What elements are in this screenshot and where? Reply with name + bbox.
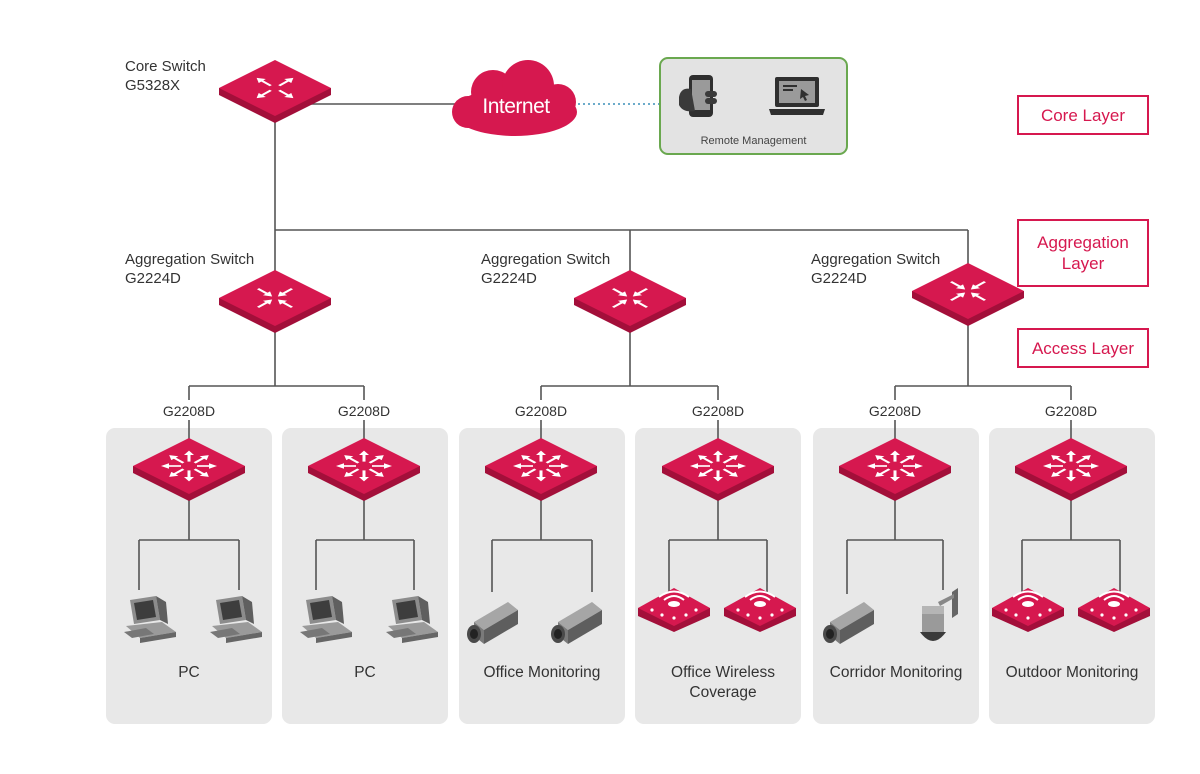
access-switch-model: G2208D <box>337 403 391 419</box>
access-caption: PC <box>354 664 376 681</box>
access-switch-model: G2208D <box>514 403 568 419</box>
access-panel-1 <box>106 428 272 724</box>
remote-management-box: Remote Management <box>659 57 848 155</box>
access-switch-model: G2208D <box>691 403 745 419</box>
access-caption: Corridor Monitoring <box>829 664 963 681</box>
internet-label: Internet <box>482 95 550 118</box>
aggregation-switch-title: Aggregation Switch <box>481 251 611 268</box>
access-caption: Office Monitoring <box>483 664 601 681</box>
access-layer-label: Access Layer <box>1017 328 1149 368</box>
aggregation-switch-model: G2224D <box>481 270 537 287</box>
core-switch-title: Core Switch <box>125 58 206 75</box>
access-panel-2 <box>282 428 448 724</box>
remote-management-label: Remote Management <box>700 135 807 147</box>
aggregation-switch-model: G2224D <box>125 270 181 287</box>
aggregation-switch-title: Aggregation Switch <box>125 251 255 268</box>
aggregation-switch-icon <box>912 263 1024 326</box>
aggregation-switch-model: G2224D <box>811 270 867 287</box>
access-panel-3 <box>459 428 625 724</box>
access-panel-5 <box>813 428 979 724</box>
aggregation-switch-icon <box>574 270 686 333</box>
core-switch-icon <box>219 60 331 123</box>
core-layer-label: Core Layer <box>1017 95 1149 135</box>
aggregation-switch-title: Aggregation Switch <box>811 251 941 268</box>
access-switch-model: G2208D <box>162 403 216 419</box>
access-panel-6 <box>989 428 1155 724</box>
access-caption: PC <box>178 664 200 681</box>
access-panel-4 <box>635 428 801 724</box>
phone-icon <box>679 75 717 117</box>
access-switch-model: G2208D <box>1044 403 1098 419</box>
internet-cloud-icon <box>452 60 577 136</box>
access-switch-model: G2208D <box>868 403 922 419</box>
aggregation-switch-icon <box>219 270 331 333</box>
laptop-icon <box>769 77 825 115</box>
access-caption: Office Wireless Coverage <box>671 664 775 701</box>
aggregation-layer-label: Aggregation Layer <box>1017 219 1149 287</box>
access-caption: Outdoor Monitoring <box>1005 664 1139 681</box>
core-switch-model: G5328X <box>125 77 181 94</box>
